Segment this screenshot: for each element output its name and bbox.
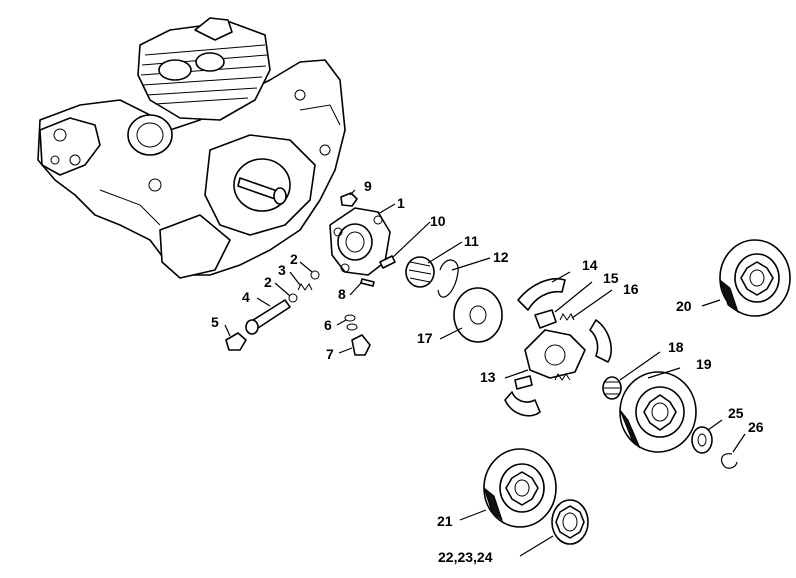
label-10: 10 (430, 213, 446, 229)
label-16: 16 (623, 281, 639, 297)
label-9: 9 (364, 178, 372, 194)
engine-crankcase-assembly (37, 17, 346, 279)
oil-pump-housing (329, 207, 391, 276)
label-13: 13 (480, 369, 496, 385)
callout-labels: 1 9 10 11 12 14 15 16 17 13 18 19 20 25 … (211, 178, 764, 565)
label-4: 4 (242, 289, 250, 305)
washer-part-25 (691, 426, 713, 454)
screw-part (379, 255, 396, 269)
leader-lines (224, 189, 746, 557)
label-11: 11 (464, 233, 479, 249)
label-5: 5 (211, 314, 219, 330)
e-clip-part (720, 453, 738, 469)
clutch-assembly (504, 278, 612, 417)
label-14: 14 (582, 257, 598, 273)
label-1: 1 (397, 195, 405, 211)
worm-gear-part (405, 256, 435, 288)
washer-part-17 (453, 287, 503, 343)
label-12: 12 (493, 249, 509, 265)
small-parts-left (225, 270, 375, 356)
spring-wire-part (437, 259, 459, 298)
label-6: 6 (324, 317, 332, 333)
cap-part (340, 192, 358, 207)
drum-20 (719, 239, 791, 317)
label-21: 21 (437, 513, 453, 529)
label-22-23-24: 22,23,24 (438, 549, 493, 565)
label-25: 25 (728, 405, 744, 421)
rim-sprocket (551, 499, 589, 545)
label-3: 3 (278, 262, 286, 278)
needle-bearing-part (602, 376, 622, 400)
label-18: 18 (668, 339, 684, 355)
label-2b: 2 (290, 251, 298, 267)
label-15: 15 (603, 270, 619, 286)
label-7: 7 (326, 346, 334, 362)
label-2a: 2 (264, 274, 272, 290)
label-19: 19 (696, 356, 712, 372)
drum-21 (482, 448, 557, 528)
label-17: 17 (417, 330, 433, 346)
label-8: 8 (338, 286, 346, 302)
label-26: 26 (748, 419, 764, 435)
label-20: 20 (676, 298, 692, 314)
clutch-drum-19 (619, 371, 697, 453)
